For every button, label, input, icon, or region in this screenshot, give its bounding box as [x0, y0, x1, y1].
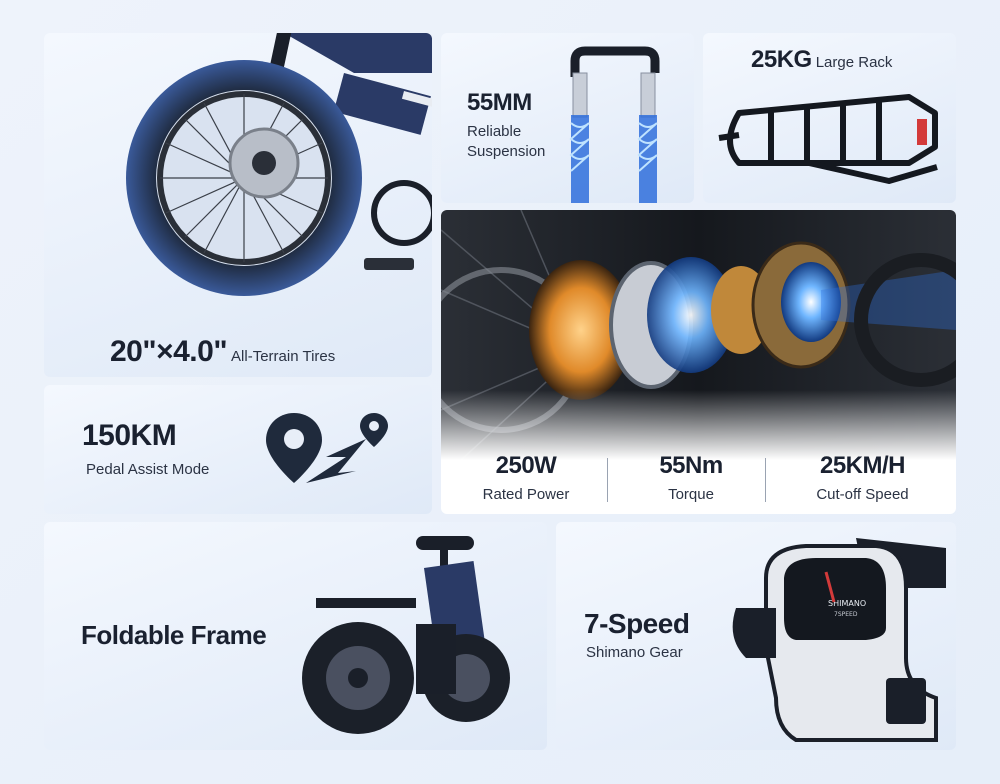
- stat-value: 55Nm: [659, 452, 723, 479]
- stat-divider: [607, 458, 608, 502]
- shifter-brand-text: SHIMANO: [828, 599, 866, 608]
- foldable-frame-feature-card: Foldable Frame: [44, 522, 547, 750]
- gear-count-value: 7-Speed: [584, 608, 690, 639]
- range-mode-label: Pedal Assist Mode: [86, 461, 210, 478]
- stat-cutoff-speed: 25KM/H Cut-off Speed: [775, 452, 950, 503]
- stat-torque: 55Nm Torque: [611, 452, 771, 503]
- suspension-feature-card: 55MM Reliable Suspension: [441, 33, 694, 203]
- range-value: 150KM: [82, 419, 177, 452]
- rear-rack-image: [718, 94, 938, 184]
- tires-caption: 20"×4.0"All-Terrain Tires: [110, 335, 335, 369]
- gear-brand-label: Shimano Gear: [586, 644, 683, 661]
- suspension-travel-value: 55MM: [467, 89, 532, 116]
- fat-tire-wheel-image: [126, 33, 432, 296]
- stat-divider: [765, 458, 766, 502]
- rack-capacity-value: 25KG: [751, 46, 812, 73]
- hub-motor-image: [441, 210, 956, 460]
- stat-label: Cut-off Speed: [816, 486, 909, 503]
- folded-bike-image: [302, 536, 510, 734]
- gear-shifter-feature-card: 7-Speed Shimano Gear SHIMANO 7SPEED: [556, 522, 956, 750]
- suspension-fork-image: [569, 46, 660, 203]
- suspension-label-line1: Reliable: [467, 123, 522, 140]
- stat-label: Torque: [668, 486, 714, 503]
- range-feature-card: 150KM Pedal Assist Mode: [44, 385, 432, 514]
- foldable-frame-label: Foldable Frame: [81, 620, 267, 650]
- stat-rated-power: 250W Rated Power: [446, 452, 606, 503]
- tire-type-label: All-Terrain Tires: [231, 348, 336, 365]
- shimano-shifter-image: SHIMANO 7SPEED: [732, 538, 946, 742]
- stat-value: 250W: [495, 452, 557, 479]
- motor-feature-card: 250W Rated Power 55Nm Torque 25KM/H Cut-…: [441, 210, 956, 514]
- rack-label: Large Rack: [815, 54, 893, 71]
- route-pin-icon: [266, 413, 388, 483]
- stat-label: Rated Power: [482, 486, 570, 503]
- tires-feature-card: 20"×4.0"All-Terrain Tires: [44, 33, 432, 377]
- shifter-speed-text: 7SPEED: [834, 611, 858, 618]
- suspension-label-line2: Suspension: [467, 143, 546, 160]
- stat-value: 25KM/H: [819, 452, 906, 479]
- tire-size-value: 20"×4.0": [110, 335, 228, 368]
